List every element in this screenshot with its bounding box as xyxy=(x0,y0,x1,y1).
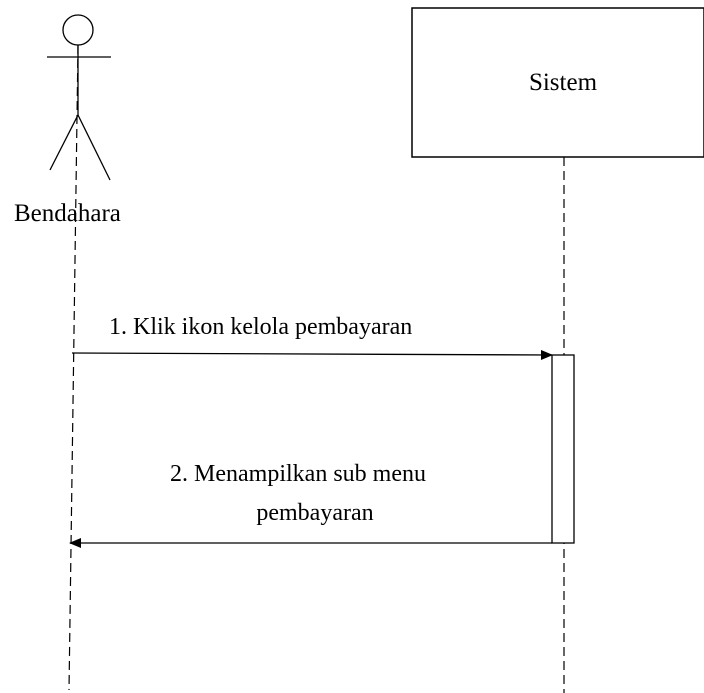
object-sistem: Sistem xyxy=(411,7,704,158)
message-1-label: 1. Klik ikon kelola pembayaran xyxy=(109,314,412,340)
activation-bar-sistem xyxy=(551,354,575,544)
message-1-arrow xyxy=(71,349,553,360)
message-2: 2. Menampilkan sub menu pembayaran xyxy=(69,461,552,548)
message-2-label-line-1: 2. Menampilkan sub menu xyxy=(170,461,426,487)
lifeline-bendahara xyxy=(68,44,79,691)
actor-label-bendahara: Bendahara xyxy=(14,200,121,227)
object-box-sistem xyxy=(411,7,704,158)
message-2-label-line-2: pembayaran xyxy=(256,500,373,526)
stick-figure-icon xyxy=(47,14,111,181)
object-label-sistem: Sistem xyxy=(529,69,598,96)
message-1: 1. Klik ikon kelola pembayaran xyxy=(71,314,553,360)
actor-bendahara: Bendahara xyxy=(14,14,121,227)
